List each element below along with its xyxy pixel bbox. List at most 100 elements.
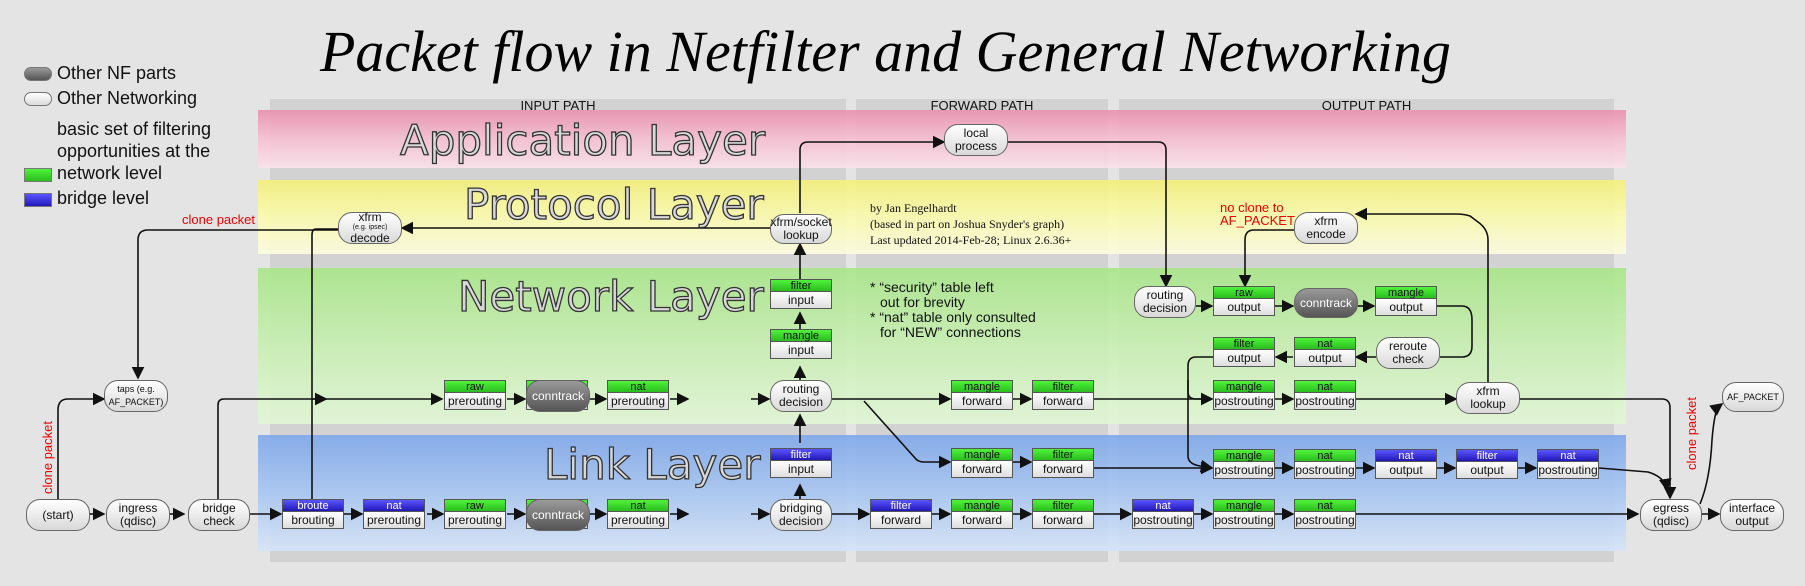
node-label-line: lookup: [1470, 397, 1506, 411]
chain-table-tag: raw: [444, 380, 506, 393]
node-label-line: AF_PACKET): [108, 397, 164, 407]
chain-hook-label: postrouting: [1294, 392, 1356, 410]
clone-packet-right-label: clone packet: [1684, 397, 1699, 470]
chain-table-tag: filter: [1032, 499, 1094, 512]
node-conntrack-link: conntrack: [526, 499, 590, 531]
node-label-line: check: [203, 514, 235, 528]
chain-hook-label: output: [1375, 461, 1437, 479]
note-line: out for brevity: [880, 294, 965, 310]
node-start: (start): [26, 499, 90, 531]
node-label-line: process: [954, 139, 998, 153]
chain-table-tag: raw: [444, 499, 506, 512]
node-label-line: bridging: [779, 501, 823, 515]
chain-hook-label: output: [1375, 298, 1437, 316]
node-label-line: (qdisc): [119, 514, 156, 528]
chain-table-tag: nat: [363, 499, 425, 512]
node-label-line: lookup: [783, 228, 819, 242]
chain-table-tag: nat: [1294, 337, 1356, 350]
chain-hook-label: postrouting: [1132, 511, 1194, 529]
chain-table-tag: filter: [1213, 337, 1275, 350]
node-label-line: (start): [42, 507, 74, 522]
node-ingress: ingress(qdisc): [106, 499, 170, 531]
chain-hook-label: input: [770, 291, 832, 309]
node-label-line: (e.g. ipsec): [352, 224, 388, 231]
chain-table-tag: nat: [1294, 499, 1356, 512]
legend-swatch-green: [24, 168, 52, 182]
node-label-line: local: [963, 126, 989, 140]
chain-table-tag: mangle: [1375, 286, 1437, 299]
node-label-line: encode: [1306, 227, 1346, 241]
chain-table-tag: raw: [1213, 286, 1275, 299]
node-label-line: decision: [1142, 301, 1188, 315]
node-label-line: egress: [1652, 501, 1690, 515]
no-clone-label-1: no clone to: [1220, 200, 1284, 215]
legend-swatch-networking: [24, 92, 52, 106]
chain-hook-label: output: [1294, 349, 1356, 367]
node-label-line: decode: [350, 231, 390, 245]
network-layer-label: Network Layer: [457, 271, 764, 321]
chain-hook-label: prerouting: [607, 511, 669, 529]
node-label-line: interface: [1728, 501, 1776, 515]
chain-table-tag: filter: [1456, 449, 1518, 462]
note-line: * “nat” table only consulted: [870, 309, 1036, 325]
node-label-line: xfrm: [358, 210, 382, 224]
node-label-line: (qdisc): [1652, 514, 1689, 528]
chain-hook-label: forward: [870, 511, 932, 529]
chain-hook-label: postrouting: [1213, 392, 1275, 410]
node-label-line: conntrack: [1299, 295, 1353, 310]
node-label-line: AF_PACKET: [1727, 391, 1779, 402]
link-layer-label: Link Layer: [543, 439, 761, 489]
node-label-line: taps (e.g.: [117, 384, 155, 394]
output-path-header: OUTPUT PATH: [1321, 98, 1412, 113]
author-line: (based in part on Joshua Snyder's graph): [870, 217, 1065, 231]
chain-hook-label: postrouting: [1294, 461, 1356, 479]
protocol-layer-band: [258, 180, 1626, 254]
flow-connectors: [57, 135, 1724, 521]
chain-hook-label: input: [770, 341, 832, 359]
chain-table-tag: mangle: [951, 380, 1013, 393]
chain-hook-label: postrouting: [1213, 461, 1275, 479]
forward-path-header: FORWARD PATH: [930, 98, 1034, 113]
legend-network-level: network level: [57, 163, 163, 183]
chain-hook-label: output: [1213, 349, 1275, 367]
chain-hook-label: output: [1456, 461, 1518, 479]
author-line: by Jan Engelhardt: [870, 201, 957, 215]
chain-table-tag: broute: [282, 499, 344, 512]
chain-table-tag: mangle: [770, 329, 832, 342]
legend-desc-line1: basic set of filtering: [57, 119, 212, 139]
chain-hook-label: prerouting: [444, 392, 506, 410]
author-note: by Jan Engelhardt (based in part on Josh…: [870, 200, 1071, 248]
node-egress: egress(qdisc): [1640, 499, 1702, 531]
note-line: * “security” table left: [870, 279, 994, 295]
node-label-line: conntrack: [531, 388, 585, 403]
node-label-line: decision: [778, 395, 824, 409]
node-xfrm-decode: xfrm(e.g. ipsec)decode: [338, 210, 402, 245]
chain-hook-label: forward: [951, 511, 1013, 529]
legend-desc-line2: opportunities at the: [57, 141, 211, 161]
chain-hook-label: postrouting: [1213, 511, 1275, 529]
chain-hook-label: forward: [1032, 511, 1094, 529]
